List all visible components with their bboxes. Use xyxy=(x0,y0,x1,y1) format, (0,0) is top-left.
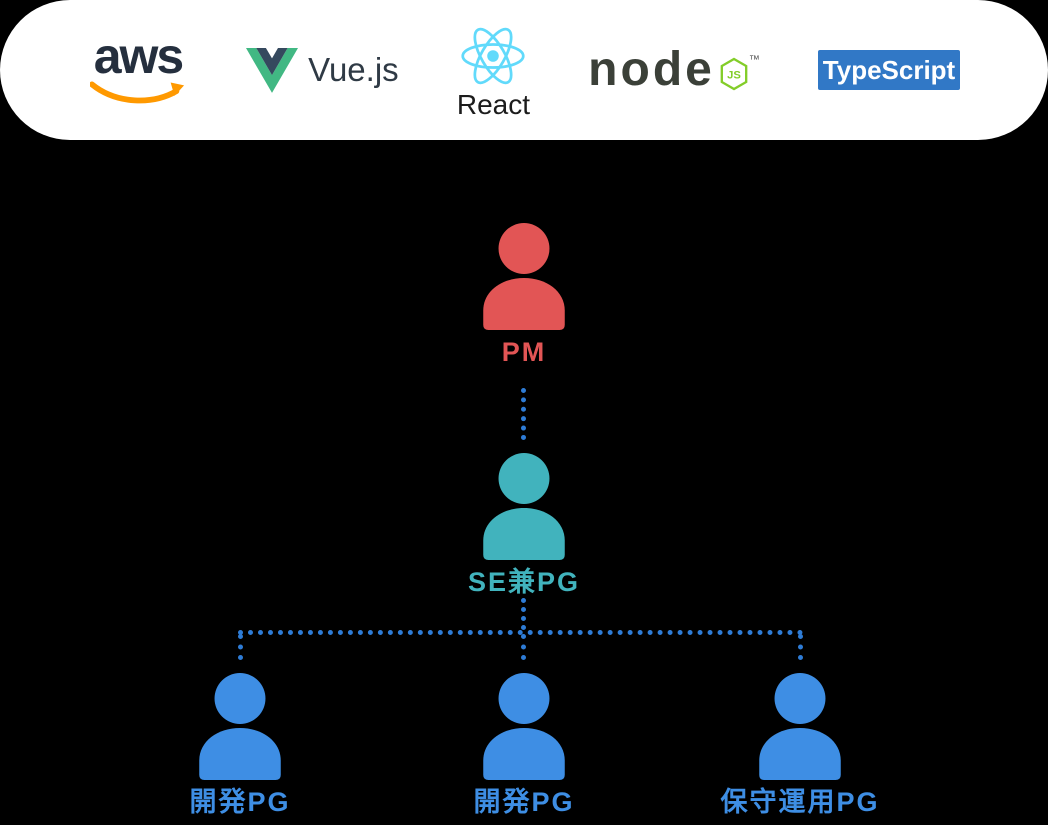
connector-stub-right xyxy=(798,634,803,660)
typescript-label: TypeScript xyxy=(818,50,960,90)
nodejs-hexagon-icon: JS xyxy=(720,57,748,90)
connector-se-branch xyxy=(521,598,526,630)
react-label: React xyxy=(456,89,530,120)
vue-icon xyxy=(246,47,299,93)
vuejs-logo: Vue.js xyxy=(246,47,399,93)
aws-logo: aws xyxy=(88,31,188,105)
connector-stub-middle xyxy=(521,634,526,660)
org-node-member-1-label: 開発PG xyxy=(189,787,291,817)
react-icon xyxy=(461,27,526,85)
aws-wordmark: aws xyxy=(93,28,185,84)
vuejs-label: Vue.js xyxy=(308,51,399,88)
org-node-member-3: 保守運用PG xyxy=(700,672,900,818)
react-logo: React xyxy=(457,25,530,121)
connector-horizontal xyxy=(238,630,803,635)
org-node-pm: PM xyxy=(424,222,624,368)
org-node-se-label: SE兼PG xyxy=(467,567,581,597)
nodejs-wordmark: node xyxy=(588,43,715,97)
person-icon xyxy=(483,223,565,330)
tech-stack-banner: aws Vue.js React xyxy=(0,0,1048,140)
typescript-logo: TypeScript xyxy=(818,50,960,90)
org-node-member-3-label: 保守運用PG xyxy=(720,787,880,817)
person-icon xyxy=(483,453,565,560)
org-node-member-2-label: 開発PG xyxy=(473,787,575,817)
org-node-member-1: 開発PG xyxy=(140,672,340,818)
aws-smile-icon xyxy=(90,81,185,104)
nodejs-js-badge: JS xyxy=(727,69,741,81)
person-icon xyxy=(199,673,281,780)
org-node-pm-label: PM xyxy=(501,337,547,367)
nodejs-trademark: ™ xyxy=(748,54,760,67)
connector-stub-left xyxy=(238,634,243,660)
org-node-member-2: 開発PG xyxy=(424,672,624,818)
person-icon xyxy=(759,673,841,780)
nodejs-logo: node JS ™ xyxy=(588,43,760,97)
person-icon xyxy=(483,673,565,780)
org-node-se: SE兼PG xyxy=(424,452,624,598)
connector-pm-se xyxy=(521,388,526,440)
